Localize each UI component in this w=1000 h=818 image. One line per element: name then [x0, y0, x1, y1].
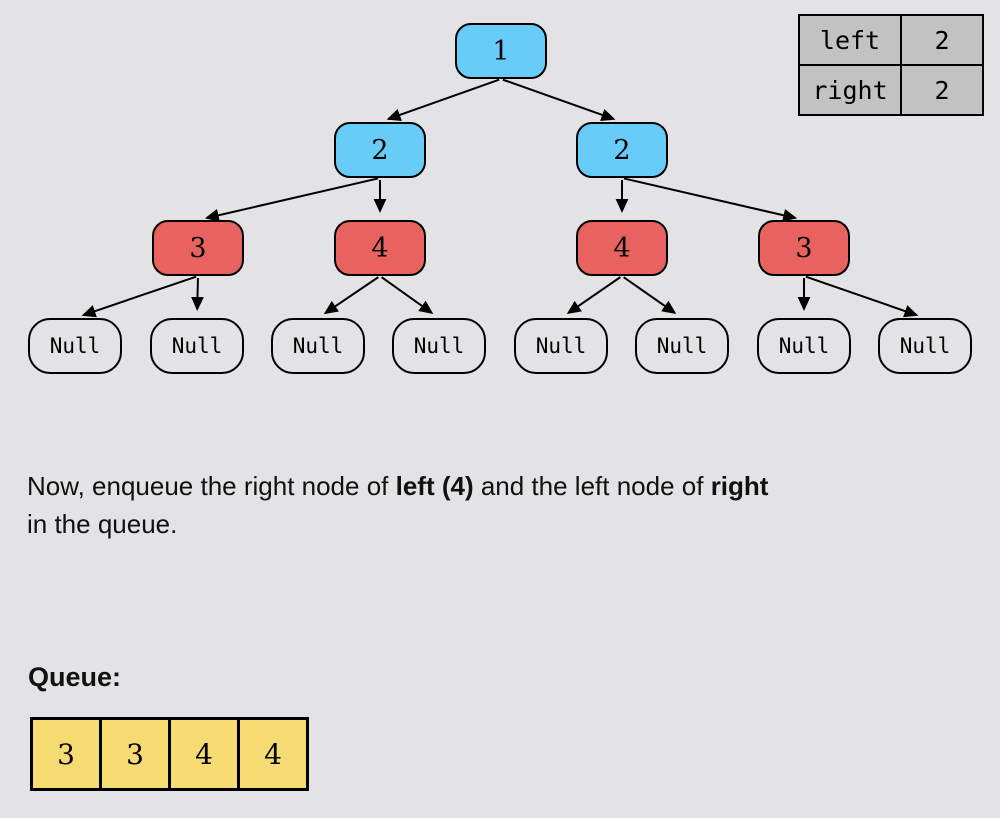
tree-node-label: Null [535, 334, 587, 358]
narrative-line-1: Now, enqueue the right node of left (4) … [27, 468, 1000, 506]
narrative-emphasis-left: left (4) [395, 471, 474, 501]
queue-cell: 3 [99, 717, 171, 791]
queue-cell: 4 [168, 717, 240, 791]
tree-node-null: Null [878, 318, 972, 374]
tree-edge-arrow [204, 177, 379, 222]
tree-node-label: 3 [795, 232, 813, 264]
tree-edge-arrow [566, 276, 621, 315]
tree-node-label: Null [292, 334, 344, 358]
tree-node-4: 4 [334, 220, 426, 276]
tree-node-4: 4 [576, 220, 668, 276]
queue-label: Queue: [28, 662, 122, 692]
tree-node-3: 3 [758, 220, 850, 276]
tree-node-label: Null [778, 334, 830, 358]
table-row: left 2 [798, 14, 984, 66]
tree-node-label: 4 [613, 232, 631, 264]
tree-node-label: Null [899, 334, 951, 358]
tree-node-label: 4 [371, 232, 389, 264]
table-row: right 2 [798, 64, 984, 116]
tree-node-null: Null [514, 318, 608, 374]
tree-node-label: Null [656, 334, 708, 358]
tree-node-null: Null [28, 318, 122, 374]
tree-node-null: Null [635, 318, 729, 374]
tree-edge-arrow [191, 277, 204, 312]
tree-edge-arrow [81, 275, 197, 318]
tree-node-label: 3 [189, 232, 207, 264]
pointer-table-value-right: 2 [900, 64, 984, 116]
queue-cell: 4 [237, 717, 309, 791]
tree-node-1: 1 [455, 23, 547, 79]
pointer-table-key-right: right [798, 64, 902, 116]
queue-cell: 3 [30, 717, 102, 791]
tree-node-label: Null [413, 334, 465, 358]
tree-edges-layer [81, 78, 919, 318]
tree-node-label: 1 [492, 35, 510, 67]
tree-node-null: Null [271, 318, 365, 374]
tree-edge-arrow [623, 276, 677, 314]
tree-edge-arrow [805, 275, 919, 318]
tree-edge-arrow [381, 276, 434, 314]
narrative-text-a: Now, enqueue the right node of [27, 471, 396, 501]
tree-node-2: 2 [576, 122, 668, 178]
tree-edges [81, 78, 919, 318]
tree-node-null: Null [150, 318, 244, 374]
tree-edge-arrow [386, 78, 500, 121]
narrative-text: Now, enqueue the right node of left (4) … [27, 468, 1000, 543]
tree-node-null: Null [757, 318, 851, 374]
tree-edge-arrow [323, 276, 379, 315]
narrative-text-b: and the left node of [473, 471, 711, 501]
tree-node-label: Null [171, 334, 223, 358]
tree-node-label: Null [49, 334, 101, 358]
pointer-table-value-left: 2 [900, 14, 984, 66]
pointer-table: left 2 right 2 [798, 14, 984, 116]
pointer-table-key-left: left [798, 14, 902, 66]
tree-node-null: Null [392, 318, 486, 374]
tree-edge-arrow [623, 177, 798, 222]
tree-node-label: 2 [613, 134, 631, 166]
tree-edge-arrow [502, 78, 616, 121]
narrative-emphasis-right: right [710, 471, 769, 501]
tree-node-label: 2 [371, 134, 389, 166]
tree-node-3: 3 [152, 220, 244, 276]
tree-node-2: 2 [334, 122, 426, 178]
narrative-line-2: in the queue. [27, 508, 178, 539]
